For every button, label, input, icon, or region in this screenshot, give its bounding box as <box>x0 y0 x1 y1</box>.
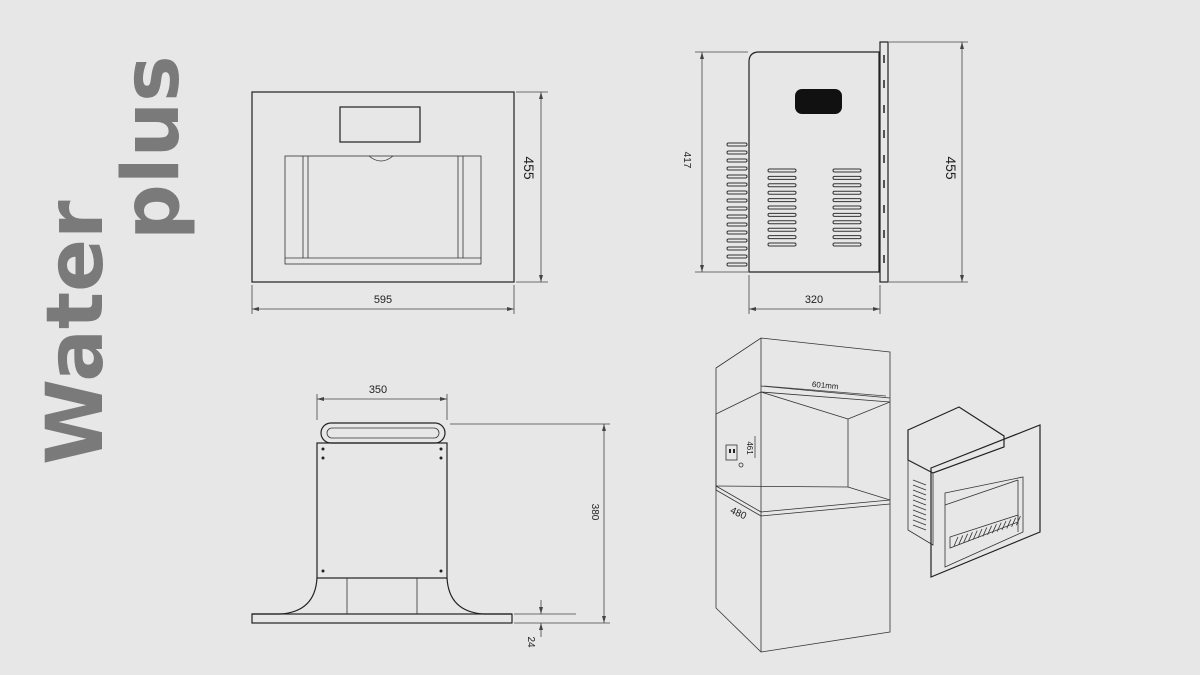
vent-slot <box>912 514 927 521</box>
vent-slot <box>726 174 748 179</box>
vent-slot <box>767 205 797 210</box>
top-view: 350 380 24 <box>251 384 610 648</box>
vent-slot <box>726 158 748 163</box>
brand-word-plus: plus <box>107 55 197 240</box>
vent-slot <box>767 198 797 203</box>
vent-slot <box>767 227 797 232</box>
vent-slot <box>832 168 862 173</box>
vent-slot <box>726 262 748 267</box>
side-view: 320 455 417 <box>681 41 968 314</box>
vent-slot <box>726 190 748 195</box>
side-inner-height-label: 417 <box>681 152 692 169</box>
vent-slot <box>726 246 748 251</box>
side-height-label: 455 <box>943 156 959 180</box>
vent-slot <box>726 222 748 227</box>
install-opening-height-label: 461 <box>745 441 754 455</box>
vent-slot <box>832 175 862 180</box>
vent-slot <box>912 489 927 496</box>
top-depth-label: 380 <box>589 504 600 521</box>
top-width-label: 350 <box>369 384 387 396</box>
vent-slot <box>832 212 862 217</box>
vent-slot <box>912 499 927 506</box>
front-view: 595 455 <box>251 91 548 314</box>
brand-logo: Water <box>31 200 121 465</box>
vent-slot <box>726 238 748 243</box>
vent-slot <box>726 254 748 259</box>
drip-grate-bar <box>996 522 1002 532</box>
vent-slot <box>767 175 797 180</box>
vent-slot <box>726 230 748 235</box>
vent-slot <box>832 198 862 203</box>
side-handle-opening <box>795 89 842 114</box>
drip-grate-bar <box>992 524 997 534</box>
vent-slot <box>912 524 927 531</box>
vent-slot <box>767 183 797 188</box>
install-view: 601mm 461 480 <box>715 337 1041 653</box>
vent-slot <box>726 214 748 219</box>
vent-slot <box>832 205 862 210</box>
vent-slot <box>912 484 927 491</box>
vent-slot <box>767 235 797 240</box>
drip-grate-bar <box>982 527 988 537</box>
vent-slot <box>832 220 862 225</box>
drip-grate-bar <box>972 530 978 540</box>
drip-grate-bar <box>1006 519 1012 529</box>
drip-grate-bar <box>977 528 983 539</box>
vent-slot <box>767 220 797 225</box>
vent-slot <box>726 150 748 155</box>
vent-slot <box>726 206 748 211</box>
vent-slot <box>726 166 748 171</box>
install-cabinet-width-label: 601mm <box>812 380 840 391</box>
drip-grate-bar <box>953 536 959 547</box>
brand-word-water: Water <box>31 200 121 465</box>
vent-slot <box>726 182 748 187</box>
vent-slot <box>767 212 797 217</box>
brand-logo-plus: plus <box>107 55 197 240</box>
vent-slot <box>832 190 862 195</box>
install-depth-label: 480 <box>728 505 748 522</box>
drip-grate-bar <box>1001 520 1007 531</box>
vent-slot <box>832 227 862 232</box>
drip-grate-bar <box>958 535 964 545</box>
drip-grate-bar <box>1011 517 1016 527</box>
vent-slot <box>767 190 797 195</box>
drip-grate-bar <box>1016 516 1021 526</box>
vent-slot <box>832 183 862 188</box>
front-width-label: 595 <box>374 294 392 306</box>
drip-grate-bar <box>968 532 973 542</box>
vent-slot <box>912 509 927 516</box>
vent-slot <box>912 519 927 526</box>
drip-grate-bar <box>963 533 968 543</box>
drip-grate-bar <box>987 525 992 535</box>
vent-slot <box>912 494 927 501</box>
vent-slot <box>912 504 927 511</box>
side-depth-label: 320 <box>805 294 823 306</box>
vent-slot <box>912 479 927 486</box>
front-height-label: 455 <box>521 156 537 180</box>
vent-slot <box>832 242 862 247</box>
vent-slot <box>832 235 862 240</box>
vent-slot <box>726 142 748 147</box>
top-base-label: 24 <box>525 636 536 648</box>
vent-slot <box>767 242 797 247</box>
vent-slot <box>726 198 748 203</box>
vent-slot <box>767 168 797 173</box>
